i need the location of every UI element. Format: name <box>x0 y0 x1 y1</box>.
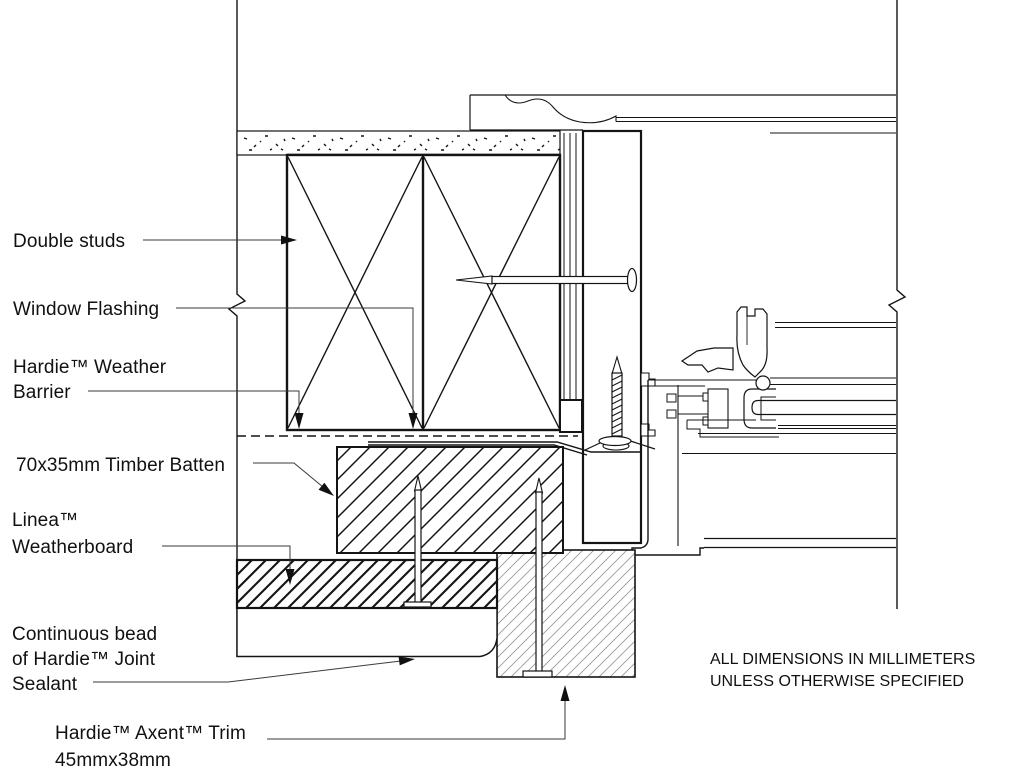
label-weather-barrier: Hardie™ Weather Barrier <box>13 357 167 403</box>
jamb-liner <box>581 129 643 545</box>
leader-arrowheads <box>281 235 570 701</box>
leader-joint-sealant <box>93 660 402 683</box>
glazing-leg <box>736 306 768 378</box>
label-timber-batten: 70x35mm Timber Batten <box>16 455 226 476</box>
leader-weather-barrier <box>88 390 300 413</box>
leader-lines <box>88 239 566 740</box>
axent-trim-block <box>496 549 636 678</box>
interior-wall-line <box>227 0 247 657</box>
double-stud-framing <box>285 153 562 432</box>
head-flashing-wing <box>680 347 734 373</box>
leader-timber-batten <box>253 462 324 488</box>
leader-window-flashing <box>176 307 414 413</box>
sash-rails <box>682 321 896 549</box>
window-break-line <box>887 0 907 609</box>
top-plate-sheet <box>236 130 561 157</box>
leader-axent-trim <box>267 701 566 740</box>
weatherboard-lower-face <box>236 607 498 658</box>
architrave-moulding <box>469 94 896 134</box>
window-frame-extrusion <box>631 306 779 556</box>
label-window-flashing: Window Flashing <box>13 299 160 320</box>
fixing-screw-vertical <box>598 355 632 451</box>
leader-linea-weatherboard <box>162 545 291 569</box>
fixing-nail-horizontal <box>455 267 638 293</box>
timber-batten-block <box>336 446 564 554</box>
label-joint-sealant: Continuous bead of Hardie™ Joint Sealant <box>12 624 158 695</box>
nail-through-batten <box>403 475 432 608</box>
label-axent-trim: Hardie™ Axent™ Trim 45mmx38mm <box>55 723 246 768</box>
nail-through-trim <box>522 477 553 678</box>
weatherboard-block <box>235 558 499 610</box>
label-double-studs: Double studs <box>13 231 126 252</box>
screw-boss <box>755 375 771 391</box>
label-linea-weatherboard: Linea™ Weatherboard <box>12 510 134 558</box>
dimension-note: ALL DIMENSIONS IN MILLIMETERS UNLESS OTH… <box>710 651 976 690</box>
